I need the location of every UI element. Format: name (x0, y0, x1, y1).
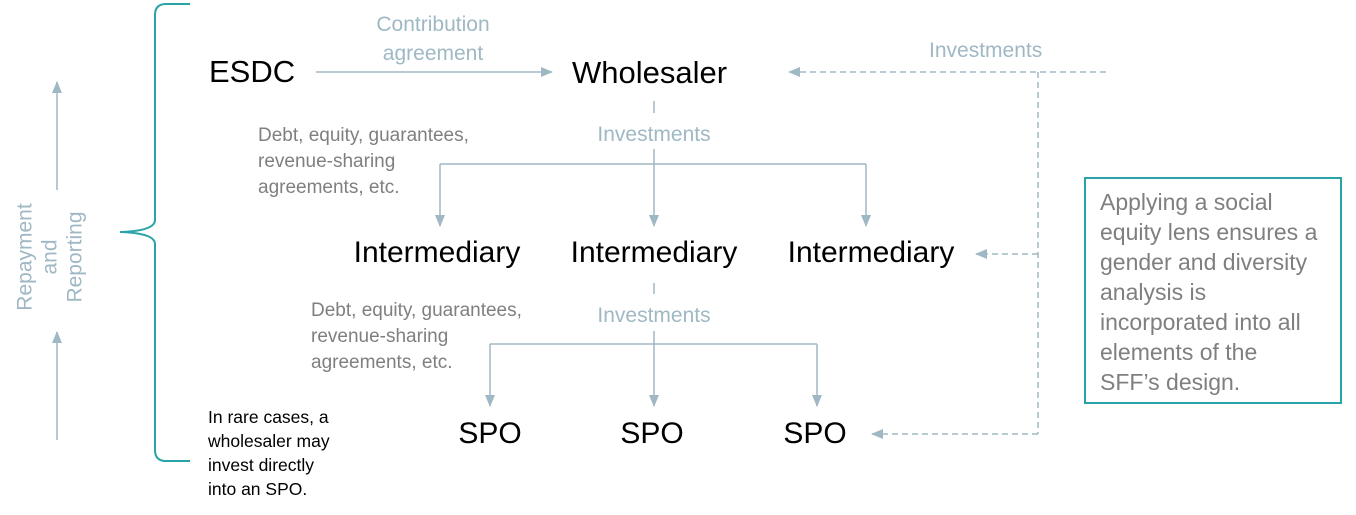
side-label-line: and (38, 239, 62, 275)
node-spo-2: SPO (620, 417, 684, 450)
note-line: into an SPO. (208, 479, 308, 499)
instruments-line: agreements, etc. (311, 352, 453, 373)
investments-label-top-right: Investments (929, 39, 1043, 62)
node-wholesaler: Wholesaler (572, 55, 728, 90)
note-line: wholesaler may (208, 431, 330, 451)
investments-label-intermediary: Investments (597, 304, 711, 327)
left-brace (119, 3, 190, 462)
node-intermediary-2: Intermediary (570, 236, 738, 269)
repayment-reporting-label: Repayment and Reporting (13, 203, 88, 310)
contribution-line: agreement (382, 42, 484, 65)
instruments-line: Debt, equity, guarantees, (258, 125, 469, 146)
callout-line: SFF’s design. (1100, 369, 1241, 395)
note-line: In rare cases, a (208, 407, 329, 427)
rare-case-note: In rare cases, a wholesaler may invest d… (208, 405, 330, 501)
callout-line: gender and diversity (1100, 249, 1308, 275)
callout-line: Applying a social (1100, 189, 1273, 215)
node-spo-1: SPO (458, 417, 522, 450)
node-spo-3: SPO (783, 417, 847, 450)
instruments-line: revenue-sharing (258, 151, 396, 172)
callout-line: incorporated into all (1100, 309, 1301, 335)
contribution-agreement-label: Contribution agreement (376, 10, 489, 68)
social-equity-callout: Applying a social equity lens ensures a … (1084, 177, 1342, 404)
instruments-line: revenue-sharing (311, 326, 449, 347)
node-intermediary-3: Intermediary (787, 236, 955, 269)
node-esdc: ESDC (209, 54, 296, 89)
instruments-label-mid: Debt, equity, guarantees, revenue-sharin… (311, 298, 522, 376)
investments-label-wholesaler: Investments (597, 123, 711, 146)
instruments-line: agreements, etc. (258, 177, 400, 198)
side-label-line: Reporting (63, 211, 87, 303)
instruments-line: Debt, equity, guarantees, (311, 300, 522, 321)
instruments-label-top: Debt, equity, guarantees, revenue-sharin… (258, 123, 469, 201)
callout-line: elements of the (1100, 339, 1258, 365)
callout-line: equity lens ensures a (1100, 219, 1318, 245)
note-line: invest directly (208, 455, 315, 475)
callout-line: analysis is (1100, 279, 1207, 305)
node-intermediary-1: Intermediary (353, 236, 521, 269)
contribution-line: Contribution (376, 13, 490, 36)
side-label-line: Repayment (13, 203, 37, 311)
